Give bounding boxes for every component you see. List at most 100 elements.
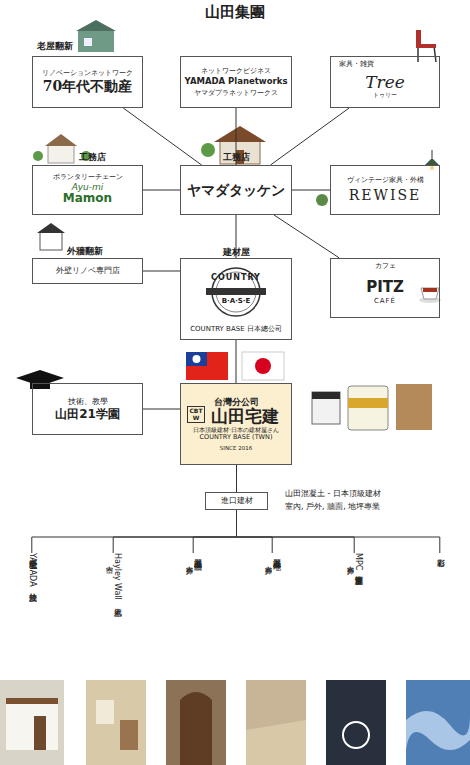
plant-icon	[316, 194, 328, 206]
node-text: YAMADA Planetworks	[185, 77, 288, 87]
node-text: SINCE 2016	[220, 445, 252, 451]
note-label: 室內, 戶外, 牆面, 地坪專業	[285, 501, 380, 512]
photo	[406, 680, 470, 765]
photo-emblem	[343, 722, 369, 748]
connector	[143, 271, 180, 272]
node-text: 室內 戶外	[185, 561, 193, 563]
company-box: 外牆翻新外壁リノベ専門店	[32, 258, 143, 284]
photo	[0, 680, 64, 765]
node-text: Mamon	[63, 192, 112, 206]
tree	[201, 143, 215, 157]
house-roof	[37, 223, 65, 233]
photo-chair	[120, 720, 138, 750]
node-text: Ayu-mi	[72, 182, 104, 192]
node-text: COUNTRY	[181, 273, 291, 282]
node-text: ネットワークビジネス	[201, 67, 271, 75]
node-text: 室內	[105, 561, 113, 602]
node-text: 全能建築YAMADA外牆拉皮	[27, 553, 37, 587]
cement-bag	[396, 384, 432, 430]
house-wall	[78, 30, 114, 52]
connector	[123, 108, 201, 165]
connector	[32, 510, 237, 553]
flag-field	[242, 352, 284, 380]
house-roof	[214, 126, 266, 142]
house-roof	[76, 20, 116, 31]
chair-leg	[434, 46, 436, 62]
teacup-icon	[419, 288, 441, 303]
node-text: Hayley Wall 人氣壁	[112, 553, 122, 602]
photo	[86, 680, 146, 765]
connector	[274, 215, 339, 258]
photo-swirl	[406, 711, 470, 750]
photo	[166, 680, 226, 765]
taiwan-flag	[186, 352, 228, 380]
connector	[236, 340, 237, 383]
connector	[237, 510, 440, 553]
node-text: 日本頂級建材‧日本の建材屋さん	[193, 427, 279, 434]
chair-back	[416, 30, 421, 44]
lamp-icon	[424, 150, 440, 170]
connector	[237, 510, 355, 553]
bucket	[312, 392, 340, 424]
company-box: ヴィンテージ家具・外構 REWISE	[330, 165, 440, 215]
house-icon	[37, 223, 65, 250]
connector	[292, 190, 330, 191]
product-item: 全能建築YAMADA外牆拉皮	[27, 553, 37, 587]
connector	[113, 510, 236, 553]
tea	[423, 288, 437, 292]
company-box: ネットワークビジネスYAMADA Planetworksヤマダプラネットワークス	[180, 56, 292, 108]
node-text: 工務店	[79, 152, 106, 162]
photo	[326, 680, 386, 765]
connector	[143, 190, 180, 191]
photo-door	[180, 692, 212, 765]
chair-icon	[416, 30, 436, 62]
company-box: 老屋翻新リノベーションネットワーク70年代不動産	[32, 56, 143, 108]
node-text: REWISE	[349, 187, 422, 203]
node-text: 山田宅建	[211, 407, 279, 427]
photo-wall	[6, 700, 58, 750]
node-text: 70年代不動産	[43, 78, 132, 94]
sample-photos	[0, 680, 470, 765]
product-item: Hayley Wall 人氣壁室內	[105, 553, 122, 602]
company-box: 建材屋COUNTRYB·A·S·ECOUNTRY BASE 日本總公司	[180, 258, 292, 340]
node-text: 麗晶混凝土 地坪	[271, 553, 281, 563]
node-text: ヴィンテージ家具・外構	[347, 177, 424, 184]
product-item: 麗晶混凝土 地坪室內 戶外	[264, 553, 281, 563]
cup	[421, 288, 439, 299]
house-wall	[48, 145, 74, 163]
node-text: 建材屋	[181, 247, 291, 257]
company-box: 家具・雑貨Treeトゥリー	[330, 56, 440, 108]
node-text: 外牆翻新	[67, 246, 103, 256]
node-text: 外壁リノベ専門店	[56, 266, 120, 275]
node-text: 技術、教學	[68, 397, 108, 406]
node-text: カフェ	[331, 262, 439, 270]
flag-sun	[255, 358, 271, 374]
connector	[143, 409, 180, 410]
photo-floor	[246, 720, 306, 765]
node-text: Tree	[365, 73, 405, 93]
connector	[237, 510, 273, 553]
product-item: 麗晶混凝土 牆面室內 戶外	[185, 553, 202, 563]
node-text: リノベーションネットワーク	[42, 70, 133, 77]
tree	[33, 151, 43, 161]
node-text: COUNTRY BASE 日本總公司	[181, 325, 291, 333]
connector	[193, 510, 236, 553]
logo-band	[206, 288, 266, 295]
company-box: カフェPITZCAFÉ	[330, 258, 440, 318]
bucket-band	[312, 392, 340, 399]
photo	[246, 680, 306, 765]
branch-box: 台灣分公司CBTW山田宅建日本頂級建材‧日本の建材屋さんCOUNTRY BASE…	[180, 383, 292, 465]
house-window	[84, 38, 92, 46]
node-text: 進口建材	[221, 496, 253, 505]
node-text: ボランタリーチェーン	[53, 174, 123, 181]
node-text: トゥリー	[373, 92, 397, 99]
node-text: 室內 戶外	[264, 561, 272, 563]
house-roof	[45, 134, 77, 146]
japan-flag	[242, 352, 284, 380]
lamp-bulb	[430, 166, 434, 170]
node-text: 山田21学園	[55, 408, 120, 422]
company-box: 工務店ヤマダタッケン	[180, 165, 292, 215]
company-box: 工務店ボランタリーチェーンAyu-miMamon	[32, 165, 143, 215]
node-text: 老屋翻新	[37, 41, 73, 51]
